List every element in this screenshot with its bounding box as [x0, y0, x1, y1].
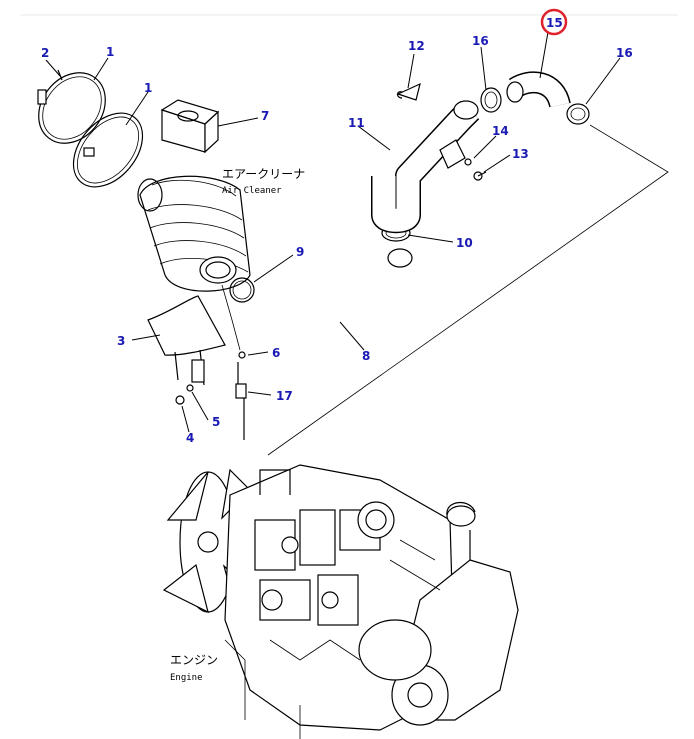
callout-11: 11	[348, 116, 365, 130]
clamp-16-left	[480, 87, 502, 113]
leader-lines	[45, 31, 621, 433]
clamp-band-inner	[72, 112, 144, 188]
air-cleaner-label-jp: エアークリーナ	[222, 167, 305, 181]
callout-4: 4	[186, 431, 194, 445]
hose-8	[252, 248, 413, 339]
highlight-circle-15[interactable]	[540, 8, 568, 36]
bracket-part	[160, 99, 220, 154]
callout-6: 6	[272, 346, 280, 360]
callout-9: 9	[296, 245, 304, 259]
callout-3: 3	[117, 334, 125, 348]
callout-numbers: 2 1 1 7 9 8 6 17 3 4 5 11 10 12 16 14 13…	[41, 8, 633, 445]
callout-12: 12	[408, 39, 425, 53]
callout-8: 8	[362, 349, 370, 363]
callout-13: 13	[512, 147, 529, 161]
callout-1-lower: 1	[144, 81, 152, 95]
air-cleaner-label-en: Air Cleaner	[222, 186, 282, 196]
clamp-9	[229, 277, 255, 303]
callout-7: 7	[261, 109, 269, 123]
engine-label-en: Engine	[170, 673, 203, 683]
cleaner-lead-line	[221, 284, 241, 351]
bolt-4	[175, 395, 185, 405]
air-cleaner-body	[137, 175, 251, 292]
elbow-hose-15	[506, 71, 571, 109]
callout-16-right: 16	[616, 46, 633, 60]
callout-1-upper: 1	[106, 45, 114, 59]
callout-15[interactable]: 15	[546, 16, 563, 30]
screen-3	[147, 295, 226, 386]
clamp-16-right	[566, 103, 590, 125]
bolt-13	[473, 171, 487, 181]
intake-pipe-11	[371, 100, 480, 234]
fitting-6	[238, 351, 246, 359]
sensor-17	[235, 362, 247, 440]
callout-17: 17	[276, 389, 293, 403]
engine-illustration	[162, 464, 519, 739]
bracket-14	[439, 139, 472, 169]
callout-14: 14	[492, 124, 509, 138]
callout-2: 2	[41, 46, 49, 60]
hook-12	[396, 82, 421, 101]
clamp-band-outer	[37, 69, 106, 144]
callout-10: 10	[456, 236, 473, 250]
washer-5	[186, 384, 194, 392]
callout-5: 5	[212, 415, 220, 429]
engine-label-jp: エンジン	[170, 653, 218, 667]
callout-16-left: 16	[472, 34, 489, 48]
assembly-reference-line	[267, 124, 669, 456]
